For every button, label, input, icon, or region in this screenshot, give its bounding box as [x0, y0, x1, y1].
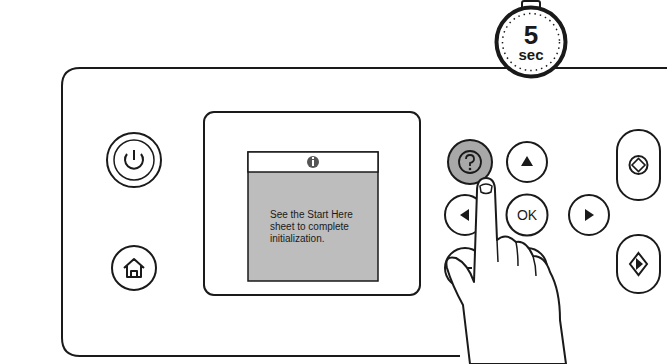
lcd-bezel [204, 112, 420, 295]
help-icon [459, 151, 481, 173]
lcd-message: See the Start Here sheet to complete ini… [250, 174, 376, 279]
start-button [617, 235, 660, 293]
up-button [507, 142, 547, 182]
stopwatch-dial: 5sec [495, 6, 567, 78]
stopwatch-dial-circle [497, 8, 566, 77]
power-icon [133, 150, 135, 160]
pointing-hand [446, 178, 566, 364]
home-button [112, 246, 156, 290]
stop-icon [632, 159, 645, 172]
ok-button-circle [507, 195, 548, 236]
right-button [569, 195, 609, 235]
right-arrow [585, 209, 594, 221]
lcd-message-text: See the Start Here sheet to complete ini… [250, 209, 376, 245]
up-arrow [521, 156, 533, 166]
panel-outline [62, 68, 667, 356]
start-icon [630, 253, 647, 275]
stop-button [617, 130, 660, 200]
power-button [107, 133, 161, 187]
ok-button: OK [505, 193, 549, 237]
ok-button-text: OK [517, 207, 537, 223]
fingernail [480, 184, 492, 194]
stopwatch-dial-text: sec [518, 47, 543, 62]
finger-crease [497, 240, 536, 276]
start-icon [636, 258, 643, 270]
lcd-header [248, 152, 378, 172]
stopwatch-dial-text: 5 [524, 23, 538, 47]
info-icon [312, 160, 314, 166]
help-icon [466, 155, 474, 166]
left-arrow [460, 209, 469, 221]
info-icon [312, 157, 314, 159]
lcd-screen [248, 152, 378, 281]
power-button-ring [114, 140, 154, 180]
stopwatch-ticks [503, 14, 560, 71]
info-icon [307, 156, 319, 168]
home-icon [124, 259, 144, 277]
stop-icon [630, 156, 648, 174]
help-icon [469, 168, 472, 171]
